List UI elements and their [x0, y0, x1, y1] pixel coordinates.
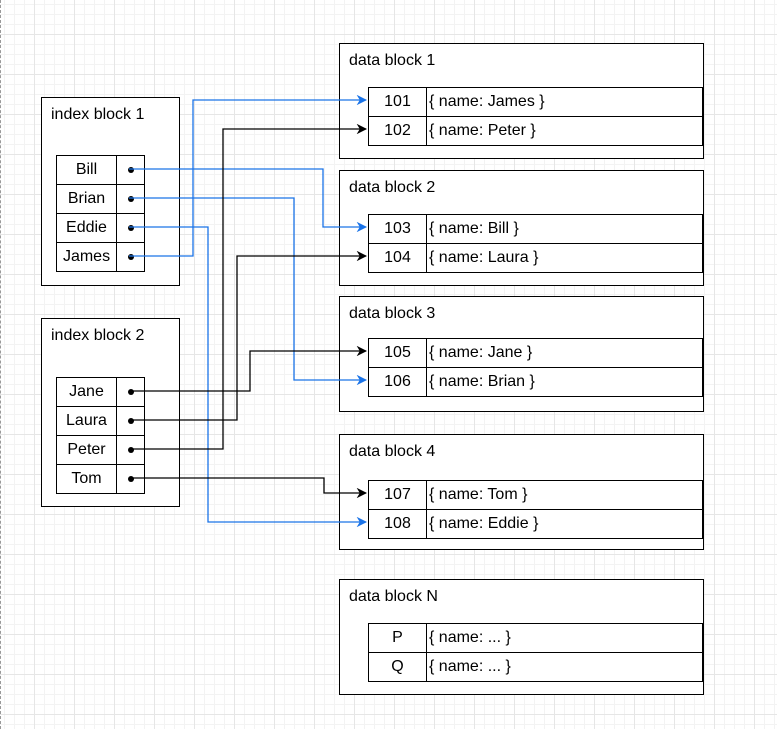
index-key: Laura [57, 407, 117, 435]
data-block-2[interactable]: data block 2 103 { name: Bill } 104 { na… [339, 170, 704, 286]
record-value: { name: ... } [429, 658, 511, 675]
data-row-106[interactable]: 106 { name: Brian } [368, 367, 703, 397]
index-row-brian[interactable]: Brian [56, 184, 145, 214]
pointer-dot [117, 185, 144, 213]
index-row-james[interactable]: James [56, 242, 145, 272]
record-value: { name: Jane } [429, 344, 533, 361]
index-row-bill[interactable]: Bill [56, 155, 145, 185]
data-block-title: data block N [349, 588, 438, 605]
data-row-q[interactable]: Q { name: ... } [368, 652, 703, 682]
data-block-4[interactable]: data block 4 107 { name: Tom } 108 { nam… [339, 434, 704, 550]
index-block-2-title: index block 2 [51, 327, 145, 344]
record-value: { name: Brian } [429, 373, 535, 390]
record-value: { name: Tom } [429, 486, 528, 503]
record-id: Q [369, 653, 427, 681]
index-key: Jane [57, 378, 117, 406]
data-block-title: data block 1 [349, 52, 436, 69]
index-block-1[interactable]: index block 1 Bill Brian Eddie James [41, 97, 180, 286]
data-block-title: data block 2 [349, 179, 436, 196]
data-block-n[interactable]: data block N P { name: ... } Q { name: .… [339, 579, 704, 695]
data-block-1[interactable]: data block 1 101 { name: James } 102 { n… [339, 43, 704, 159]
pointer-dot [117, 465, 144, 493]
data-row-107[interactable]: 107 { name: Tom } [368, 480, 703, 510]
pointer-dot [117, 214, 144, 242]
index-key: Tom [57, 465, 117, 493]
record-id: 106 [369, 368, 427, 396]
record-id: 107 [369, 481, 427, 509]
index-key: Peter [57, 436, 117, 464]
index-row-jane[interactable]: Jane [56, 377, 145, 407]
index-row-eddie[interactable]: Eddie [56, 213, 145, 243]
index-key: James [57, 243, 117, 271]
data-row-104[interactable]: 104 { name: Laura } [368, 243, 703, 273]
pointer-dot [117, 407, 144, 435]
pointer-dot [117, 436, 144, 464]
record-value: { name: James } [429, 93, 545, 110]
index-key: Eddie [57, 214, 117, 242]
data-row-102[interactable]: 102 { name: Peter } [368, 116, 703, 146]
record-id: 104 [369, 244, 427, 272]
data-row-p[interactable]: P { name: ... } [368, 623, 703, 653]
data-block-title: data block 4 [349, 443, 436, 460]
data-row-103[interactable]: 103 { name: Bill } [368, 214, 703, 244]
record-id: 101 [369, 88, 427, 116]
record-value: { name: Bill } [429, 220, 519, 237]
pointer-dot [117, 378, 144, 406]
record-value: { name: Eddie } [429, 515, 539, 532]
record-id: 108 [369, 510, 427, 538]
pointer-dot [117, 156, 144, 184]
index-block-2[interactable]: index block 2 Jane Laura Peter Tom [41, 318, 180, 507]
record-value: { name: Peter } [429, 122, 536, 139]
index-row-laura[interactable]: Laura [56, 406, 145, 436]
canvas-edge-dashed-line [0, 0, 1, 729]
record-id: 103 [369, 215, 427, 243]
record-id: P [369, 624, 427, 652]
index-row-peter[interactable]: Peter [56, 435, 145, 465]
data-block-title: data block 3 [349, 305, 436, 322]
data-row-108[interactable]: 108 { name: Eddie } [368, 509, 703, 539]
record-id: 105 [369, 339, 427, 367]
data-row-101[interactable]: 101 { name: James } [368, 87, 703, 117]
pointer-dot [117, 243, 144, 271]
record-id: 102 [369, 117, 427, 145]
data-block-3[interactable]: data block 3 105 { name: Jane } 106 { na… [339, 296, 704, 412]
index-row-tom[interactable]: Tom [56, 464, 145, 494]
index-key: Bill [57, 156, 117, 184]
index-key: Brian [57, 185, 117, 213]
index-block-1-title: index block 1 [51, 106, 145, 123]
data-row-105[interactable]: 105 { name: Jane } [368, 338, 703, 368]
record-value: { name: ... } [429, 629, 511, 646]
record-value: { name: Laura } [429, 249, 539, 266]
